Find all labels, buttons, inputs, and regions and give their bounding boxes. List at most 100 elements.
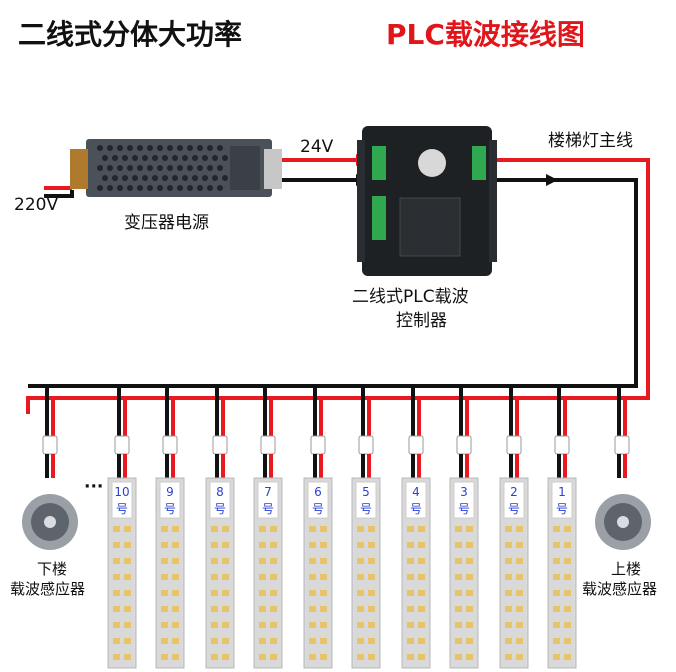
led-chip: [211, 526, 218, 532]
led-chip: [466, 558, 473, 564]
wire-connector: [114, 435, 130, 455]
led-chip: [309, 558, 316, 564]
led-chip: [124, 526, 131, 532]
led-chip: [309, 606, 316, 612]
vent-hole: [137, 165, 143, 171]
led-chip: [564, 654, 571, 660]
led-chip: [553, 622, 560, 628]
led-chip: [466, 638, 473, 644]
led-chip: [466, 542, 473, 548]
led-chip: [418, 622, 425, 628]
led-chip: [172, 542, 179, 548]
led-chip: [455, 526, 462, 532]
controller-dial: [418, 149, 446, 177]
vent-hole: [97, 145, 103, 151]
led-strip-7: 7号: [253, 477, 283, 669]
led-chip: [368, 590, 375, 596]
led-chip: [368, 558, 375, 564]
led-chip: [113, 526, 120, 532]
led-chip: [320, 542, 327, 548]
led-chip: [553, 638, 560, 644]
vent-hole: [122, 175, 128, 181]
led-chip: [172, 622, 179, 628]
led-chip: [407, 606, 414, 612]
led-chip: [320, 622, 327, 628]
vent-hole: [172, 175, 178, 181]
led-chip: [455, 558, 462, 564]
vent-hole: [177, 165, 183, 171]
main-wire-positive: [26, 158, 650, 414]
led-chip: [368, 606, 375, 612]
vent-hole: [207, 165, 213, 171]
down-sensor-label-line2: 载波感应器: [10, 580, 85, 598]
led-chip: [270, 590, 277, 596]
led-chip: [553, 590, 560, 596]
vent-hole: [107, 185, 113, 191]
led-chip: [407, 574, 414, 580]
vent-hole: [197, 185, 203, 191]
controller-sensor-terminal: [372, 196, 386, 240]
led-chip: [320, 590, 327, 596]
title-left: 二线式分体大功率: [18, 18, 242, 51]
led-chip: [505, 574, 512, 580]
led-chip: [124, 638, 131, 644]
led-chip: [564, 558, 571, 564]
led-chip: [124, 574, 131, 580]
vent-hole: [127, 185, 133, 191]
wire-connector: [456, 435, 472, 455]
led-chip: [418, 526, 425, 532]
led-chip: [124, 606, 131, 612]
vent-hole: [127, 165, 133, 171]
arrow-negative-out: [546, 174, 558, 186]
led-chip: [368, 654, 375, 660]
vent-hole: [202, 175, 208, 181]
led-chip: [161, 590, 168, 596]
led-chip: [553, 574, 560, 580]
led-chip: [505, 638, 512, 644]
vent-hole: [167, 185, 173, 191]
led-chip: [564, 574, 571, 580]
vent-hole: [97, 185, 103, 191]
led-chip: [124, 542, 131, 548]
led-chip: [320, 526, 327, 532]
strip-number-suffix: 号: [556, 502, 568, 516]
led-chip: [466, 590, 473, 596]
led-chip: [320, 638, 327, 644]
led-chip: [113, 638, 120, 644]
wire-connector: [506, 435, 522, 455]
led-chip: [455, 574, 462, 580]
vent-hole: [162, 155, 168, 161]
led-chip: [259, 558, 266, 564]
led-chip: [407, 590, 414, 596]
vent-hole: [107, 165, 113, 171]
led-chip: [172, 638, 179, 644]
wire-connector: [310, 435, 326, 455]
vent-hole: [117, 165, 123, 171]
led-chip: [357, 590, 364, 596]
strip-number-suffix: 号: [508, 502, 520, 516]
strip-label: [503, 481, 525, 519]
led-chip: [357, 574, 364, 580]
strip-number-suffix: 号: [360, 502, 372, 516]
led-chip: [161, 654, 168, 660]
led-chip: [466, 526, 473, 532]
led-chip: [505, 654, 512, 660]
vent-hole: [162, 175, 168, 181]
led-chip: [564, 590, 571, 596]
led-chip: [505, 542, 512, 548]
led-chip: [466, 606, 473, 612]
led-chip: [270, 606, 277, 612]
led-chip: [516, 638, 523, 644]
led-chip: [124, 590, 131, 596]
vent-hole: [157, 185, 163, 191]
led-chip: [553, 526, 560, 532]
vent-hole: [117, 185, 123, 191]
main-line-label: 楼梯灯主线: [548, 131, 633, 151]
led-chip: [222, 526, 229, 532]
led-chip: [455, 638, 462, 644]
led-chip: [161, 638, 168, 644]
vent-hole: [132, 175, 138, 181]
led-chip: [553, 542, 560, 548]
strip-label: [355, 481, 377, 519]
led-strip-6: 6号: [303, 477, 333, 669]
